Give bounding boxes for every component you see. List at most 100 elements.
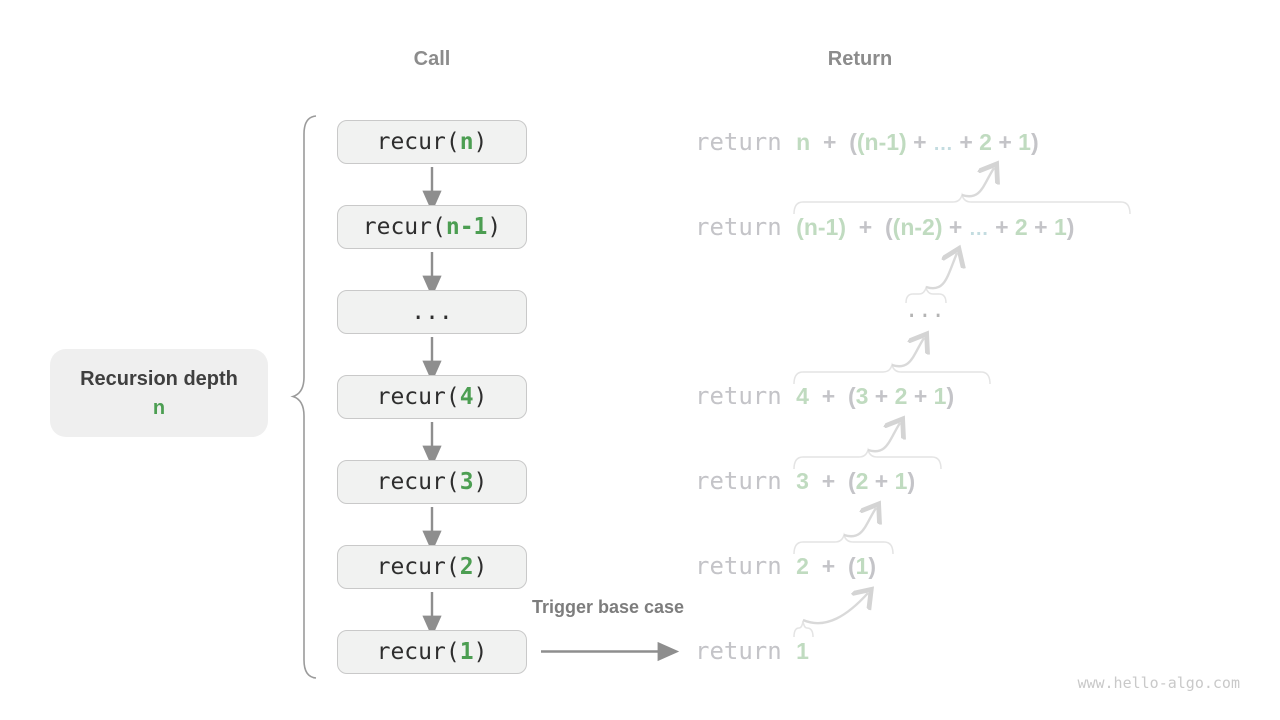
- token: n: [459, 128, 474, 155]
- token: +: [808, 383, 848, 409]
- token: ): [1066, 214, 1075, 240]
- return-row-2: return 2 + (1): [695, 554, 876, 578]
- token: n-1: [445, 213, 488, 240]
- token: +: [868, 468, 895, 494]
- token: 1: [894, 468, 908, 494]
- token: 2: [459, 553, 474, 580]
- token: (: [849, 129, 857, 155]
- token: 2: [894, 383, 908, 409]
- token: ): [868, 553, 877, 579]
- token: +: [952, 129, 980, 155]
- token: +: [810, 129, 850, 155]
- token: 3: [459, 468, 474, 495]
- token: 2: [796, 553, 809, 579]
- token: 1: [796, 638, 809, 664]
- token: (: [847, 383, 856, 409]
- call-box-recur-2: recur(2): [337, 545, 527, 589]
- token: +: [988, 214, 1015, 240]
- return-row-1: return 1: [695, 639, 809, 663]
- token: recur(: [376, 638, 460, 665]
- token: 2: [855, 468, 869, 494]
- token: recur(: [376, 553, 460, 580]
- return-row-4: return 4 + (3 + 2 + 1): [695, 384, 954, 408]
- token: (: [884, 214, 893, 240]
- token: …: [968, 218, 989, 240]
- token: +: [845, 214, 885, 240]
- token: (n-1): [856, 129, 907, 155]
- token: (: [847, 553, 856, 579]
- recursion-depth-label: Recursion depth n: [50, 349, 268, 437]
- token: return: [695, 128, 797, 156]
- token: 3: [855, 383, 869, 409]
- recursion-depth-title: Recursion depth: [80, 367, 238, 390]
- token: ): [473, 383, 488, 410]
- token: ): [907, 468, 916, 494]
- return-row-3: return 3 + (2 + 1): [695, 469, 915, 493]
- token: (n-1): [796, 214, 846, 240]
- token: 1: [855, 553, 869, 579]
- token: ...: [905, 298, 945, 323]
- recursion-depth-brace: [290, 115, 317, 679]
- return-pass-arrow: [802, 593, 868, 625]
- token: 2: [1014, 214, 1028, 240]
- return-row-n-1: return (n-1) + ((n-2) + … + 2 + 1): [695, 215, 1074, 239]
- token: ): [473, 128, 488, 155]
- token: ): [473, 638, 488, 665]
- call-column-header: Call: [413, 48, 451, 70]
- call-box-ellipsis: ...: [337, 290, 527, 334]
- token: (n-2): [892, 214, 943, 240]
- token: ): [473, 553, 488, 580]
- token: return: [695, 637, 797, 665]
- token: +: [808, 553, 848, 579]
- trigger-base-case-label: Trigger base case: [531, 597, 685, 617]
- token: ): [473, 468, 488, 495]
- call-box-recur-4: recur(4): [337, 375, 527, 419]
- token: recur(: [376, 128, 460, 155]
- call-box-recur-n: recur(n): [337, 120, 527, 164]
- token: +: [808, 468, 848, 494]
- token: recur(: [376, 383, 460, 410]
- token: return: [695, 467, 797, 495]
- return-pass-arrow: [867, 423, 900, 453]
- call-box-recur-n-1: recur(n-1): [337, 205, 527, 249]
- token: return: [695, 213, 797, 241]
- token: recur(: [376, 468, 460, 495]
- call-box-recur-3: recur(3): [337, 460, 527, 504]
- token: +: [906, 129, 933, 155]
- return-span-brace: [793, 532, 894, 555]
- token: 4: [796, 383, 809, 409]
- token: 4: [459, 383, 474, 410]
- token: 1: [1053, 214, 1067, 240]
- token: n: [796, 129, 811, 155]
- call-box-recur-1: recur(1): [337, 630, 527, 674]
- token: 3: [796, 468, 809, 494]
- return-span-brace: [793, 362, 991, 385]
- token: recur(: [362, 213, 446, 240]
- return-pass-arrow: [925, 253, 957, 290]
- token: +: [1027, 214, 1054, 240]
- return-pass-arrow: [891, 338, 924, 368]
- token: ): [1030, 129, 1039, 155]
- token: ): [487, 213, 502, 240]
- return-span-brace: [793, 447, 942, 470]
- token: 1: [933, 383, 947, 409]
- token: (: [847, 468, 856, 494]
- token: 1: [1018, 129, 1031, 155]
- token: +: [868, 383, 895, 409]
- return-pass-arrow: [843, 508, 876, 538]
- token: +: [991, 129, 1019, 155]
- token: ): [946, 383, 955, 409]
- watermark: www.hello-algo.com: [1077, 674, 1240, 692]
- token: return: [695, 552, 797, 580]
- token: 2: [979, 129, 992, 155]
- token: 1: [459, 638, 474, 665]
- token: +: [942, 214, 969, 240]
- return-row-ellipsis: ...: [905, 300, 945, 322]
- token: return: [695, 382, 797, 410]
- return-pass-arrow: [961, 168, 994, 198]
- token: …: [932, 133, 953, 155]
- return-span-brace: [793, 192, 1131, 215]
- token: +: [907, 383, 934, 409]
- return-column-header: Return: [827, 48, 893, 70]
